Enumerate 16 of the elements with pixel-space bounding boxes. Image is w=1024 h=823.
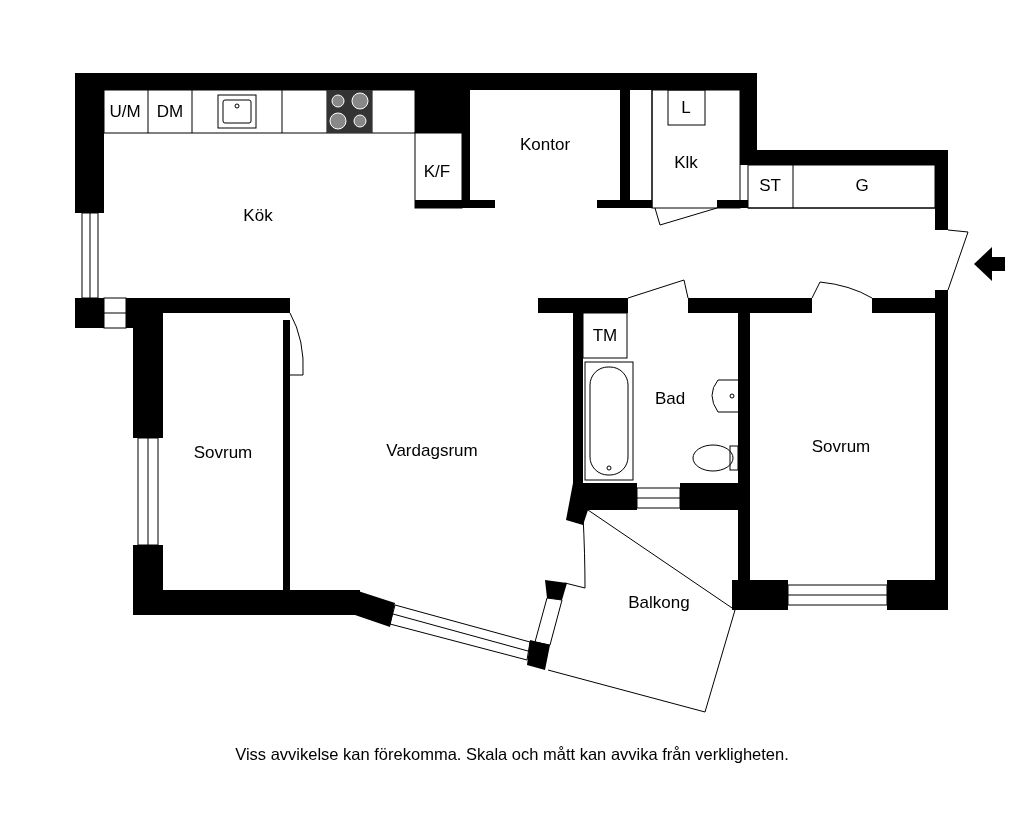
fixture-label: TM	[592, 326, 618, 346]
room-label: Sovrum	[193, 443, 253, 463]
room-label: Bad	[654, 389, 686, 409]
fixture-label: L	[681, 98, 691, 118]
fixture-label: G	[855, 176, 869, 196]
room-label: Kontor	[519, 135, 571, 155]
room-label: Sovrum	[811, 437, 871, 457]
fixture-label: DM	[156, 102, 184, 122]
fixture-label: ST	[759, 176, 781, 196]
fixture-label: U/M	[109, 102, 141, 122]
fixture-label: K/F	[423, 162, 451, 182]
room-label: Klk	[674, 153, 698, 173]
room-label: Kök	[243, 206, 273, 226]
room-label: Balkong	[628, 593, 690, 613]
room-label: Vardagsrum	[386, 441, 478, 461]
disclaimer-caption: Viss avvikelse kan förekomma. Skala och mått kan avvika från verkligheten.	[234, 745, 790, 764]
